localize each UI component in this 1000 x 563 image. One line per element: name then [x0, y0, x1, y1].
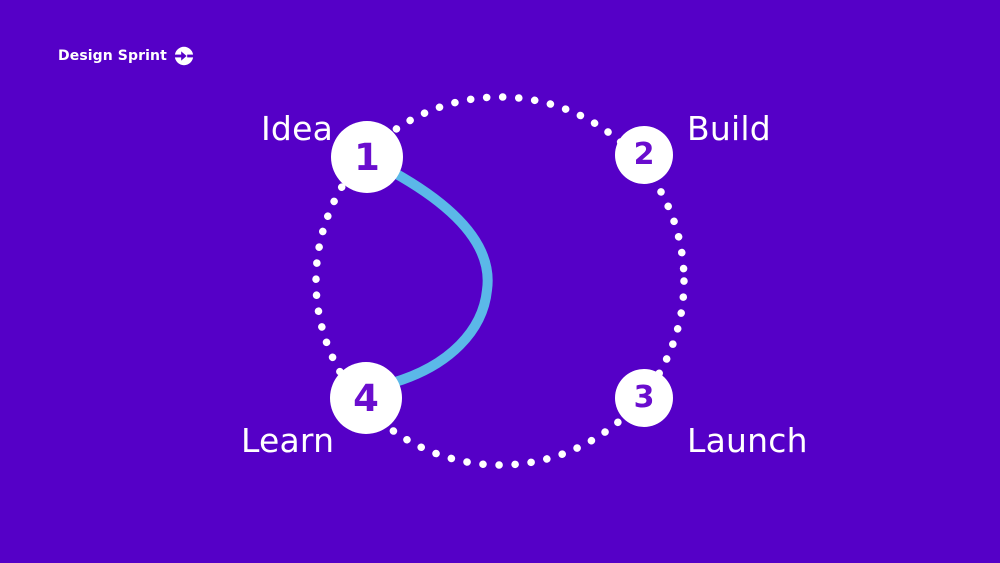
- stage-node-2-number: 2: [633, 137, 655, 172]
- stage-node-3[interactable]: 3: [615, 369, 673, 427]
- stage-node-3-number: 3: [633, 380, 655, 415]
- stage-label-learn: Learn: [241, 421, 335, 460]
- stage-label-build: Build: [687, 109, 771, 148]
- stage-node-1-number: 1: [354, 135, 380, 179]
- stage-label-idea: Idea: [261, 109, 334, 148]
- stage-node-4[interactable]: 4: [330, 362, 402, 434]
- stage-label-launch: Launch: [687, 421, 808, 460]
- brand-lockup: Design Sprint: [58, 44, 194, 68]
- dotted-cycle-ring: [312, 93, 688, 469]
- chevron-circle-icon: [173, 46, 194, 66]
- stage-node-4-number: 4: [353, 376, 379, 420]
- stage-node-2[interactable]: 2: [615, 126, 673, 184]
- highlight-curve-1-to-4: [387, 167, 493, 388]
- brand-name: Design Sprint: [58, 48, 167, 64]
- stage-node-1[interactable]: 1: [331, 121, 403, 193]
